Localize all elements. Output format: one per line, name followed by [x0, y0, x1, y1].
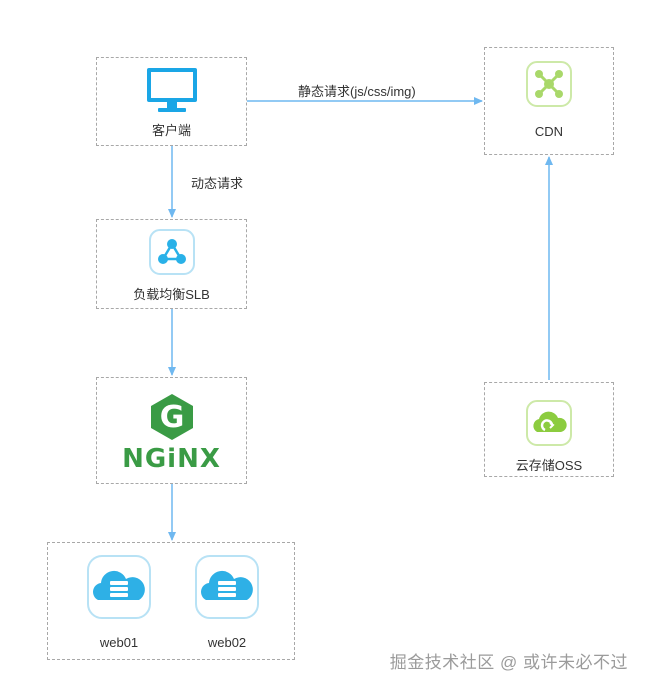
oss-label: 云存储OSS [515, 458, 583, 473]
watermark: 掘金技术社区 @ 或许未必不过 [389, 653, 628, 672]
nginx-logo-letter: G [159, 400, 184, 435]
static-request-label: 静态请求(js/css/img) [298, 84, 416, 99]
cdn-node[interactable]: CDN [484, 47, 614, 155]
web02-node[interactable]: web02 [191, 554, 271, 654]
web-server-group[interactable]: web01 web02 [47, 542, 295, 660]
cloud-server-icon [195, 555, 259, 619]
cdn-label: CDN [534, 124, 564, 139]
cdn-network-icon [526, 61, 572, 107]
web02-label: web02 [207, 635, 247, 650]
cloud-server-icon [87, 555, 151, 619]
slb-label: 负载均衡SLB [133, 287, 210, 302]
web01-label: web01 [99, 635, 139, 650]
nginx-logo-text: NGiNX [122, 444, 221, 474]
nginx-logo: G NGiNX [97, 392, 246, 474]
load-balancer-icon [149, 229, 195, 275]
cloud-storage-icon [526, 400, 572, 446]
dynamic-request-label: 动态请求 [191, 176, 244, 191]
nginx-hexagon-icon: G [150, 394, 193, 440]
client-node[interactable]: 客户端 [96, 57, 247, 146]
web01-node[interactable]: web01 [83, 554, 163, 654]
oss-node[interactable]: 云存储OSS [484, 382, 614, 477]
monitor-icon [147, 68, 197, 112]
nginx-node[interactable]: G NGiNX [96, 377, 247, 484]
slb-node[interactable]: 负载均衡SLB [96, 219, 247, 309]
client-label: 客户端 [151, 123, 191, 138]
